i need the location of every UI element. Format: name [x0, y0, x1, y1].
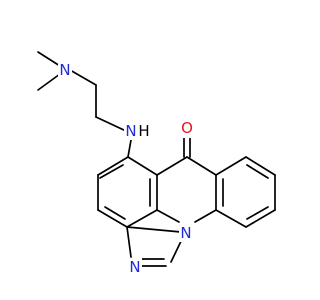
- bond-benzo-3: [245, 156, 276, 176]
- atom-n-imidazole: N: [128, 258, 142, 276]
- bond-imid-c-n: [126, 226, 132, 258]
- n-dimethyl-label: N: [59, 61, 70, 79]
- atom-o-carbonyl: O: [180, 118, 194, 138]
- bond-ring-a6: [127, 156, 158, 176]
- h-amine-label: H: [138, 122, 149, 140]
- bond-c-carbonyl-right: [186, 156, 217, 176]
- atom-nh: N H: [124, 122, 152, 140]
- bond-methyl1-n: [37, 51, 61, 67]
- bond-benzo-2: [215, 156, 247, 176]
- bond-benzo-3-double: [246, 164, 269, 179]
- bond-ringn-benzo: [194, 209, 217, 223]
- n-ring-label: N: [180, 224, 191, 242]
- bond-c-ringn: [156, 209, 180, 223]
- bond-benzo-5-double: [246, 206, 269, 220]
- bond-n-ch2-a: [69, 69, 97, 86]
- bond-benzo-5: [245, 209, 276, 228]
- bond-ring-a1: [97, 156, 129, 176]
- molecule-diagram: N N H O N N: [37, 51, 276, 276]
- bonds: [37, 51, 276, 267]
- bond-ring-a3-double: [104, 206, 126, 220]
- o-carbonyl-label: O: [181, 119, 193, 137]
- bond-ch2-nh: [95, 116, 127, 132]
- n-amine-label: N: [125, 122, 136, 140]
- bond-benzo-6: [215, 209, 247, 228]
- bond-nh-c5: [127, 139, 132, 158]
- atom-n-ring: N: [179, 224, 193, 242]
- bond-methyl2-n: [37, 73, 61, 91]
- bond-ring-a1-double: [99, 164, 124, 179]
- n-imidazole-label: N: [129, 258, 140, 276]
- atom-n-dimethyl: N: [58, 61, 72, 79]
- structure-svg: N N H O N N: [37, 51, 276, 276]
- bond-ring-a4: [126, 209, 158, 228]
- bond-imid-c-ringn: [126, 226, 182, 233]
- bond-ring-a3: [97, 209, 128, 228]
- bond-c-carbonyl-left: [156, 156, 188, 176]
- atom-labels: N N H O N N: [58, 61, 194, 276]
